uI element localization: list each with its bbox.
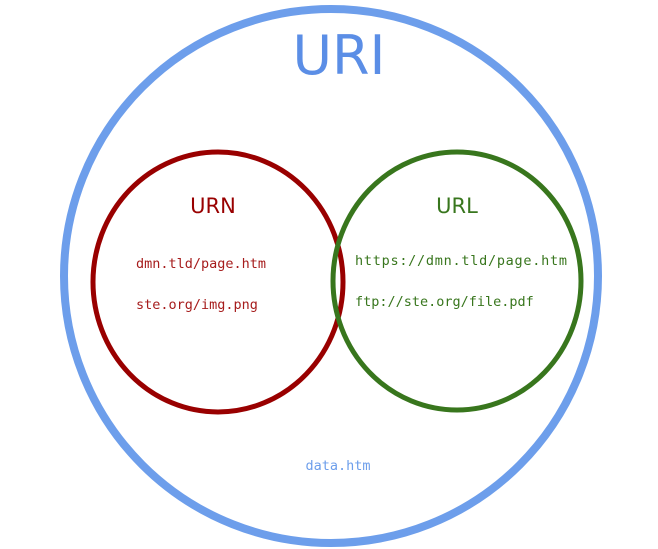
urn-label: URN <box>190 194 236 218</box>
url-label: URL <box>436 194 478 218</box>
uri-example: data.htm <box>305 458 370 474</box>
url-example: https://dmn.tld/page.htm <box>355 253 567 269</box>
urn-example: ste.org/img.png <box>136 297 258 313</box>
uri-circle <box>60 5 602 547</box>
url-circle <box>330 149 584 413</box>
url-example: ftp://ste.org/file.pdf <box>355 294 534 310</box>
urn-circle <box>90 149 346 415</box>
uri-label: URI <box>293 24 386 87</box>
urn-example: dmn.tld/page.htm <box>136 256 266 272</box>
